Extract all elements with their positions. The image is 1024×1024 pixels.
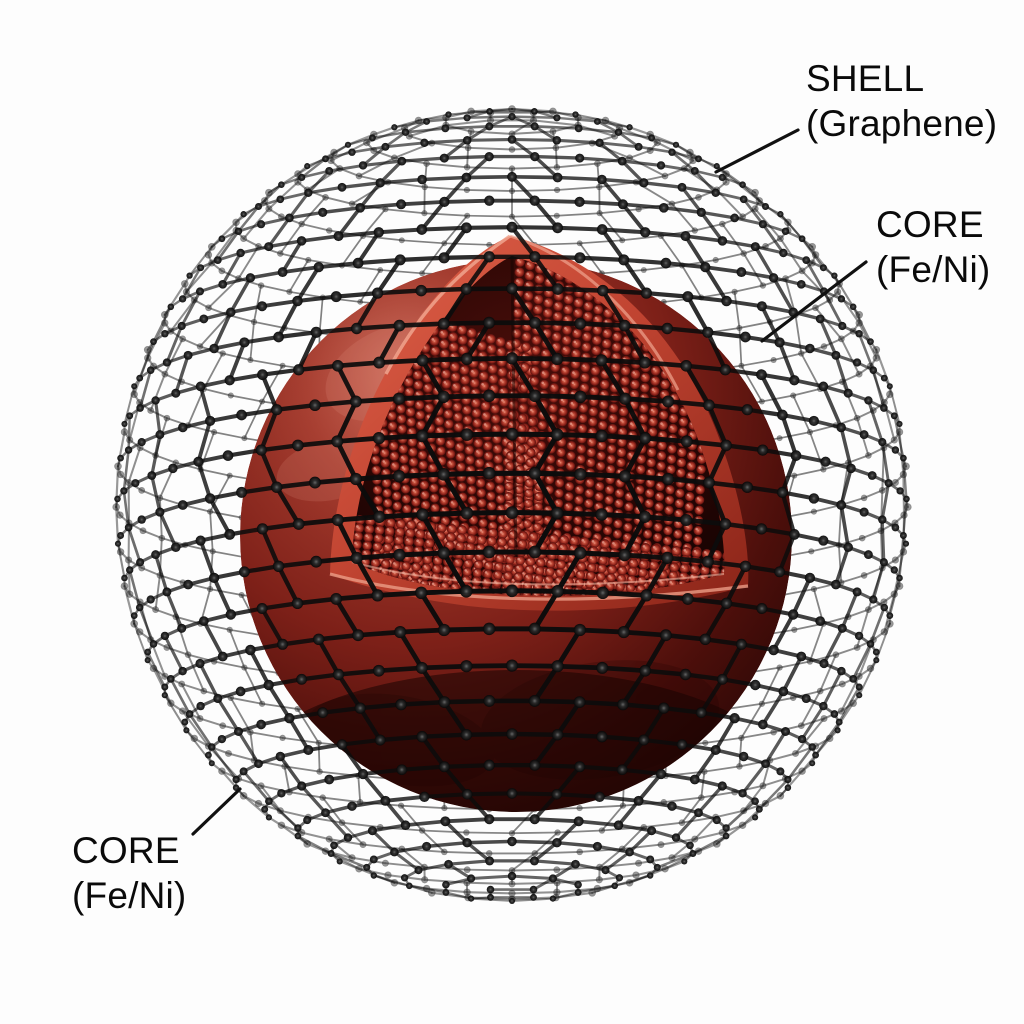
label-core-left-line2: (Fe/Ni) — [72, 875, 187, 916]
label-shell-line2: (Graphene) — [806, 103, 998, 144]
label-core-left: CORE (Fe/Ni) — [72, 828, 186, 918]
leader-line-core-left — [191, 787, 242, 836]
label-core-left-line1: CORE — [72, 830, 180, 871]
leader-lines — [191, 128, 868, 836]
label-shell-line1: SHELL — [806, 58, 925, 99]
label-core-right: CORE (Fe/Ni) — [876, 202, 990, 292]
leader-line-core-right — [760, 260, 868, 343]
leader-line-shell — [714, 128, 800, 174]
graphene-shell-front — [114, 107, 910, 905]
label-core-right-line1: CORE — [876, 204, 984, 245]
label-shell: SHELL (Graphene) — [806, 56, 997, 146]
label-core-right-line2: (Fe/Ni) — [876, 249, 991, 290]
